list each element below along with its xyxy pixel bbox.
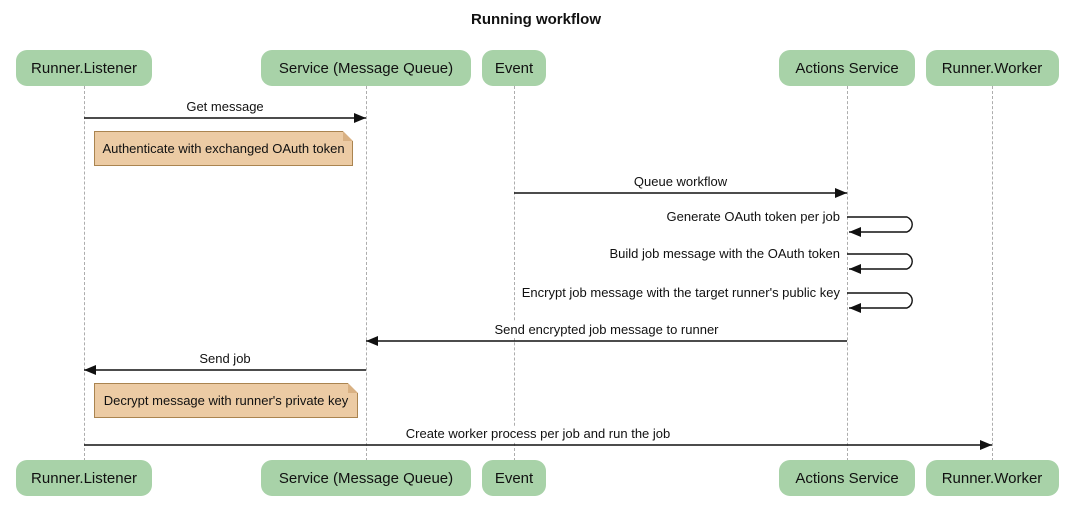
self-message-label: Encrypt job message with the target runn…	[518, 285, 843, 301]
message-label: Send encrypted job message to runner	[491, 322, 722, 338]
participant-box-service-mq-top: Service (Message Queue)	[261, 50, 471, 86]
self-message-label: Generate OAuth token per job	[663, 209, 843, 225]
self-message-loop	[847, 292, 913, 313]
message-label: Get message	[183, 99, 267, 115]
lifeline-runner-listener	[83, 86, 85, 461]
participant-box-event-top: Event	[482, 50, 546, 86]
message-label: Send job	[196, 351, 254, 367]
participant-box-runner-worker-top: Runner.Worker	[925, 50, 1059, 86]
message-label: Queue workflow	[630, 174, 731, 190]
self-message-loop	[847, 253, 913, 274]
participant-box-runner-listener-top: Runner.Listener	[16, 50, 152, 86]
lifeline-runner-worker	[991, 86, 993, 461]
participant-box-service-mq-bottom: Service (Message Queue)	[261, 460, 471, 496]
self-message-loop	[847, 216, 913, 237]
self-message-label: Build job message with the OAuth token	[606, 246, 843, 262]
note: Authenticate with exchanged OAuth token	[94, 131, 353, 166]
lifeline-actions-service	[846, 86, 848, 461]
participant-box-actions-service-bottom: Actions Service	[779, 460, 915, 496]
participant-box-actions-service-top: Actions Service	[779, 50, 915, 86]
note: Decrypt message with runner's private ke…	[94, 383, 358, 418]
message-label: Create worker process per job and run th…	[402, 426, 674, 442]
participant-box-runner-worker-bottom: Runner.Worker	[925, 460, 1059, 496]
participant-box-runner-listener-bottom: Runner.Listener	[16, 460, 152, 496]
lifeline-event	[513, 86, 515, 461]
participant-box-event-bottom: Event	[482, 460, 546, 496]
diagram-title: Running workflow	[471, 11, 601, 28]
lifeline-service-mq	[365, 86, 367, 461]
